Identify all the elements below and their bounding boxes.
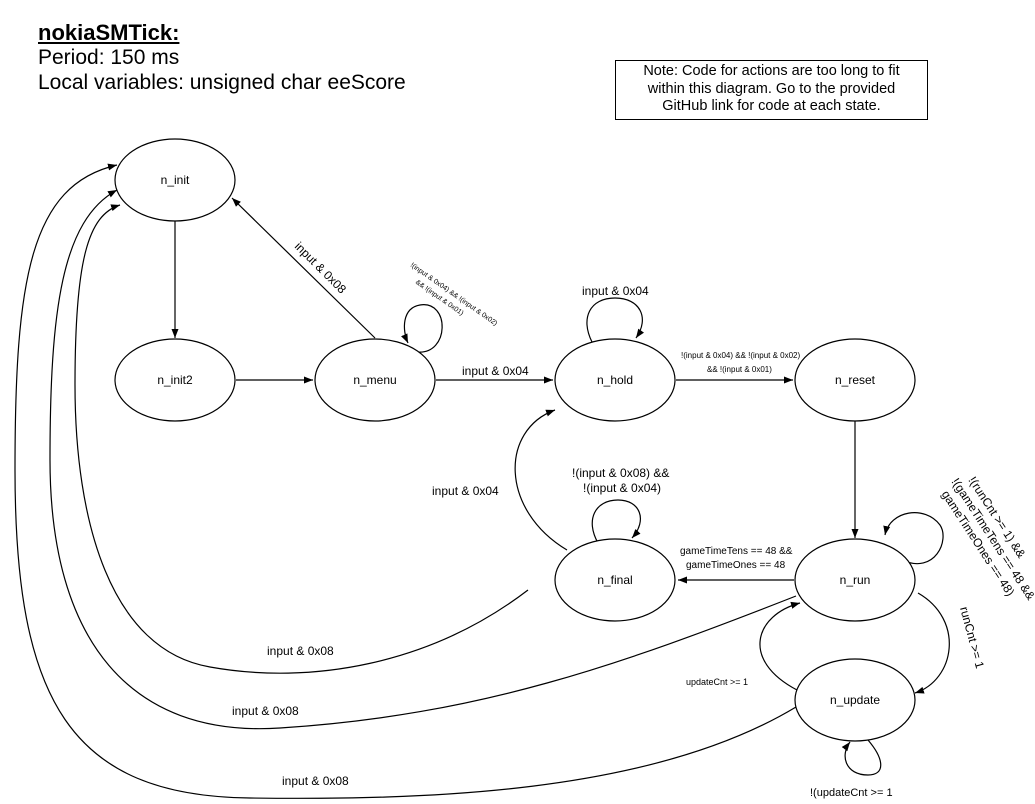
edge-update-self-loop	[841, 739, 882, 776]
label-update-to-init: input & 0x08	[282, 774, 349, 788]
edge-menu-to-init	[231, 197, 376, 339]
label-update-to-run: updateCnt >= 1	[686, 677, 748, 687]
state-n-init2-label: n_init2	[157, 373, 193, 387]
label-run-self-loop-line2: !(gameTimeTens == 48 &&	[949, 475, 1035, 602]
state-n-update-label: n_update	[830, 693, 880, 707]
label-hold-to-reset-line2: && !(input & 0x01)	[707, 365, 772, 374]
state-n-init-label: n_init	[161, 173, 190, 187]
label-final-self-loop-line1: !(input & 0x08) &&	[572, 466, 669, 480]
state-n-run: n_run	[794, 538, 916, 622]
note-box: Note: Code for actions are too long to f…	[615, 60, 928, 120]
label-update-self-loop: !(updateCnt >= 1	[810, 787, 893, 799]
local-variables-text: Local variables: unsigned char eeScore	[38, 71, 406, 94]
label-hold-to-reset-line1: !(input & 0x04) && !(input & 0x02)	[681, 351, 801, 360]
edge-menu-self-loop	[401, 304, 443, 353]
edge-run-self-loop	[883, 512, 944, 565]
state-n-reset-label: n_reset	[835, 373, 876, 387]
edge-run-to-init	[49, 189, 797, 730]
state-n-hold: n_hold	[554, 338, 676, 422]
state-n-hold-label: n_hold	[597, 373, 633, 387]
label-run-self-loop: !(runCnt >= 1) && !(gameTimeTens == 48 &…	[939, 474, 1035, 602]
edge-final-self-loop	[591, 499, 641, 544]
edge-final-to-hold	[514, 409, 568, 551]
state-n-final-label: n_final	[597, 573, 632, 587]
period-text: Period: 150 ms	[38, 46, 180, 69]
label-run-to-update: runCnt >= 1	[957, 605, 987, 670]
label-run-to-final-line1: gameTimeTens == 48 &&	[680, 546, 793, 557]
state-n-run-label: n_run	[840, 573, 871, 587]
edge-update-to-run	[759, 601, 801, 691]
label-run-to-final-line2: gameTimeOnes == 48	[686, 560, 786, 571]
state-n-menu: n_menu	[314, 338, 436, 422]
state-n-menu-label: n_menu	[353, 373, 396, 387]
note-line-1: Note: Code for actions are too long to f…	[643, 63, 900, 79]
label-final-self-loop-line2: !(input & 0x04)	[583, 481, 661, 495]
label-menu-to-init: input & 0x08	[292, 239, 349, 296]
label-final-to-init: input & 0x08	[267, 644, 334, 658]
label-final-to-hold: input & 0x04	[432, 484, 499, 498]
label-hold-self-loop: input & 0x04	[582, 284, 649, 298]
diagram-header: nokiaSMTick: Period: 150 ms Local variab…	[38, 20, 406, 95]
note-line-3: GitHub link for code at each state.	[662, 98, 881, 114]
label-run-to-init: input & 0x08	[232, 704, 299, 718]
state-n-init: n_init	[114, 138, 236, 222]
state-n-final: n_final	[554, 538, 676, 622]
state-n-update: n_update	[794, 658, 916, 742]
edge-hold-self-loop	[586, 297, 645, 343]
edge-run-to-update	[914, 592, 950, 694]
state-n-init2: n_init2	[114, 338, 236, 422]
state-n-reset: n_reset	[794, 338, 916, 422]
edge-update-to-init	[14, 163, 797, 799]
label-menu-to-hold: input & 0x04	[462, 364, 529, 378]
note-line-2: within this diagram. Go to the provided	[647, 80, 896, 97]
edge-final-to-init	[74, 204, 529, 674]
label-menu-self-loop: !(input & 0x04) && !(input & 0x02) && !(…	[409, 262, 498, 328]
label-menu-self-loop-line1: !(input & 0x04) && !(input & 0x02)	[409, 262, 498, 328]
diagram-title: nokiaSMTick:	[38, 20, 180, 45]
